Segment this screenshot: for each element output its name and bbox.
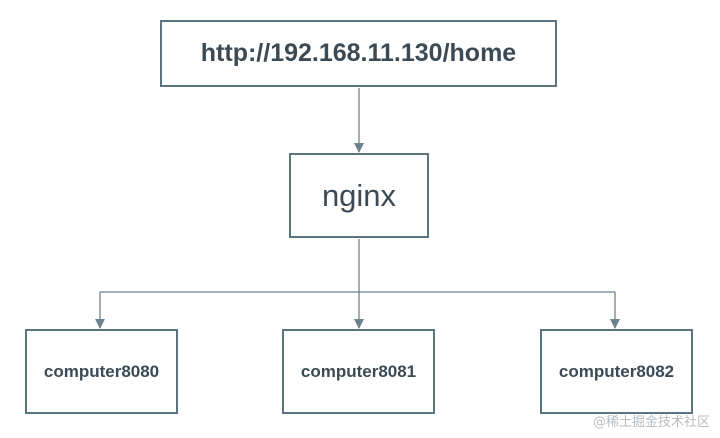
nginx-node-label: nginx (321, 177, 397, 213)
nginx-node: nginx (289, 153, 429, 238)
backend-node-label: computer8080 (43, 361, 160, 381)
backend-node-8081: computer8081 (282, 329, 435, 414)
backend-node-label: computer8081 (300, 361, 417, 381)
backend-node-8080: computer8080 (25, 329, 178, 414)
backend-node-8082: computer8082 (540, 329, 693, 414)
watermark: @稀土掘金技术社区 (592, 415, 710, 430)
url-node-label: http://192.168.11.130/home (200, 39, 517, 67)
backend-node-label: computer8082 (558, 361, 675, 381)
url-node: http://192.168.11.130/home (160, 20, 557, 87)
